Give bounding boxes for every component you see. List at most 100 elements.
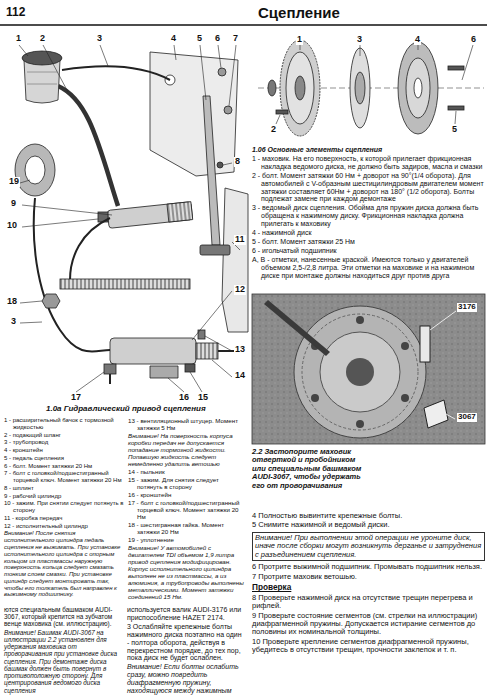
callout-number: 3 [96,34,103,44]
legend-item: 13 - вентиляционный штуцер. Момент затяж… [128,417,245,431]
figure-caption: 2.2 Застопорите маховик отверткой и проб… [252,448,368,490]
legend-item: 8 - шплинт [4,485,125,492]
legend-item: 7 - болт с головкой/подшестигранный торц… [4,470,125,484]
leader-lines [19,45,240,392]
warning-note: Внимание! Башмак AUDI-3067 на иллюстраци… [4,629,122,694]
legend-item: 16 - кронштейн [128,491,245,498]
dust-boot [196,343,218,359]
legend-column: 1.06 Основные элементы сцепления1 - махо… [252,146,485,281]
paragraph: 10 Проверьте крепление сегментов диафраг… [252,638,485,655]
callout-number: 17 [70,393,82,403]
leader-lines [276,45,473,124]
callout-number: 5 [196,34,203,44]
pipe-lower [34,198,110,352]
callout-number: 2 [270,125,277,135]
callout-number: 8 [234,157,241,167]
legend-column: 13 - вентиляционный штуцер. Момент затяж… [128,417,245,601]
legend-item: 4 - нажимной диск [252,229,485,237]
callout-number: 7 [232,34,239,44]
paragraph: используется валик AUDI-3176 или приспос… [127,606,245,622]
legend-item: 1 - маховик. На его поверхность, к котор… [252,155,485,171]
paragraph: ются специальным башмаком AUDI-3067, кот… [4,606,122,628]
hex-nut [42,294,60,308]
header-rule [0,24,487,26]
flywheel [280,40,320,136]
legend-item: 4 - кронштейн [4,447,125,454]
page-title: Сцепление [258,5,340,22]
legend-item: 19 - уплотнение [128,536,245,543]
warning-note: Внимание! На поверхность корпуса коробки… [128,432,245,467]
callout-number: 6 [470,35,477,45]
paragraph: 3 Ослабляйте крепежные болты нажимного д… [127,623,245,663]
legend-item: 6 - болт. Момент затяжки 20 Нм [4,463,125,470]
gearbox [222,188,248,332]
callout-number: 15 [197,393,209,403]
callout-number: 3176 [457,303,477,312]
callout-number: 11 [234,235,246,245]
legend-item: 6 - игольчатый подшипник [252,247,485,255]
paragraph: 4 Полностью вывинтите крепежные болты. [252,512,485,520]
paragraph: 8 Проверьте нажимной диск на отсутствие … [252,594,485,611]
section-heading: Проверка [252,583,485,592]
text-column: 4 Полностью вывинтите крепежные болты.5 … [252,512,485,656]
legend-item: 2 - подающий шланг [4,432,125,439]
pedal-bracket [150,52,238,176]
legend-item: 12 - исполнительный цилиндр [4,523,125,530]
legend-item: 2 - болт. Момент затяжки 60 Нм + доворот… [252,172,485,204]
screwdriver [264,300,330,356]
warning-note: Внимание! После снятия исполнительного ц… [4,530,125,598]
legend-item: 11 - коробка передач [4,515,125,522]
callout-number: 1 [15,34,22,44]
figure-caption: 1.0а Гидравлический привод сцепления [44,405,208,414]
legend-item: 18 - шестигранная гайка. Момент затяжки … [128,521,245,535]
pedal-pad [200,245,230,255]
callout-number: 12 [234,285,246,295]
legend-column: 1 - расширительный бачок с тормозной жид… [4,417,125,599]
paragraph: 9 Проверьте состояние сегментов (см. стр… [252,612,485,637]
callout-number: 3 [356,35,363,45]
callout-number: 13 [234,345,246,355]
pipe [62,66,170,80]
paragraph: 7 Протрите маховик ветошью. [252,573,485,581]
figure-caption: 2.2 Застопорите маховик отверткой и проб… [252,448,368,491]
legend-item: 3 - трубопровод [4,439,125,446]
clutch-disc [350,48,370,128]
callout-number: 16 [178,393,190,403]
figure-caption: 1.06 Основные элементы сцепления [252,146,485,154]
legend-item: 1 - расширительный бачок с тормозной жид… [4,417,125,431]
legend-item: А, В - отметки, нанесенные краской. Имею… [252,256,485,280]
page-number: 112 [5,6,26,19]
warning-note: Внимание! При выполнении этой операции н… [252,532,485,561]
legend-item: 15 - зажим. Для снятия следует потянуть … [128,476,245,490]
callout-number: 10 [6,221,18,231]
callout-number: 9 [10,199,17,209]
needle-bearing [268,80,276,96]
clutch-exploded-drawing [258,40,484,136]
reservoir-cap [22,51,62,65]
warning-note: Внимание! Если болты ослабить сразу, мож… [127,663,245,695]
pressure-plate [398,42,438,134]
callout-number: 6 [214,34,221,44]
callout-number: 1 [296,35,303,45]
callout-number: 5 [451,125,458,135]
bolt [104,364,116,374]
legend-item: 17 - болт с головкой/подшестигранный тор… [128,499,245,520]
bolt [448,106,464,110]
slave-cylinder [110,338,196,364]
legend-item: 10 - зажим. При снятии следует потянуть … [4,500,125,514]
tool-3176 [420,326,430,362]
text-column: используется валик AUDI-3176 или приспос… [127,606,245,696]
ribbed-line [60,279,190,289]
warning-note: Внимание! У автомобилей с двигателем TDI… [128,544,245,600]
supply-hose [58,86,118,206]
callout-number: 3067 [457,413,477,422]
callout-number: 4 [414,35,421,45]
master-cylinder [107,202,192,229]
legend-item: 9 - рабочий цилиндр [4,493,125,500]
callout-number: 14 [234,371,246,381]
callout-number: 2 [39,34,46,44]
legend-item: 14 - пыльник [128,468,245,475]
callout-number: 19 [8,177,20,187]
tool-3067 [424,400,448,428]
pedal-arm [203,96,220,245]
